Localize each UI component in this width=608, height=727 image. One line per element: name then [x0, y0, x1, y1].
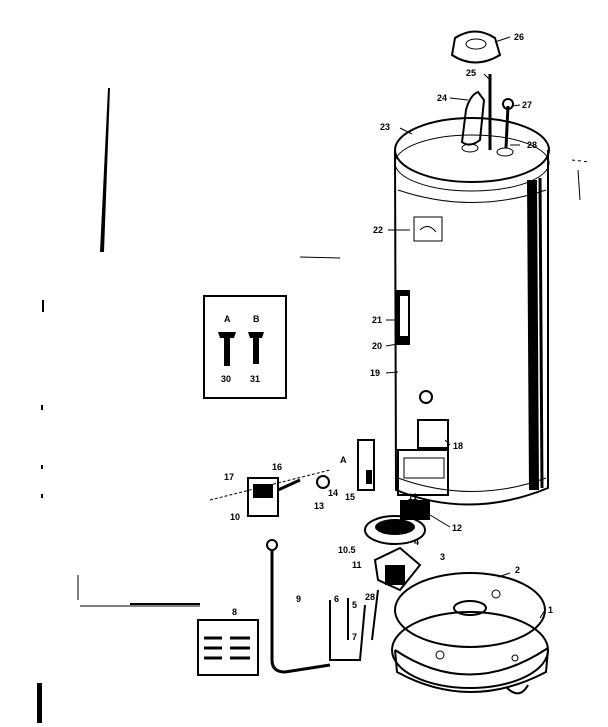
access-door	[357, 390, 449, 520]
callout-27: 26	[514, 32, 524, 42]
callout-20: 19	[370, 368, 380, 378]
callout-24: 23	[380, 122, 390, 132]
callout-23: 22	[373, 225, 383, 235]
callout-21: 20	[372, 341, 382, 351]
callout-25: 24	[437, 93, 447, 103]
callout-19: 18	[453, 441, 463, 451]
gas-tubing	[266, 539, 379, 674]
thermostat-bracket	[396, 290, 410, 345]
callout-28-lower: 28	[365, 592, 375, 602]
callout-12: 11	[408, 492, 418, 502]
callout-29: 28	[527, 140, 537, 150]
callout-17: 16	[272, 462, 282, 472]
callout-10-5: 10.5	[338, 545, 356, 555]
instruction-label	[197, 619, 259, 676]
burner-base	[391, 572, 549, 695]
inset-label-a: A	[224, 314, 231, 324]
inset-num-a: 30	[221, 374, 231, 384]
callout-4: 4	[414, 537, 419, 547]
reference-line	[77, 575, 200, 607]
screw-inset	[203, 295, 287, 399]
callout-22: 21	[372, 315, 382, 325]
callout-7: 7	[352, 632, 357, 642]
callout-3: 3	[440, 552, 445, 562]
callout-15: 14	[328, 488, 338, 498]
callout-9: 9	[296, 594, 301, 604]
callout-labels: 26 25 24 27 28 23 22 21 20 19 18 12 11 A…	[224, 32, 553, 642]
callout-10: 10	[230, 512, 240, 522]
callout-5: 5	[352, 600, 357, 610]
inset-labels: A B 30 31	[221, 314, 260, 384]
callout-28: 27	[522, 100, 532, 110]
inset-label-b: B	[253, 314, 260, 324]
rating-label	[413, 216, 443, 242]
callout-16: 15	[345, 492, 355, 502]
burner-assembly	[364, 515, 426, 592]
callout-18: 17	[224, 472, 234, 482]
inset-num-b: 31	[250, 374, 260, 384]
callout-11: 11	[352, 560, 362, 570]
callout-6: 6	[334, 594, 339, 604]
gas-control-valve	[209, 469, 331, 517]
callout-13: 12	[452, 523, 462, 533]
callout-14: 13	[314, 501, 324, 511]
callout-8: 8	[232, 607, 237, 617]
leader-lines	[385, 36, 546, 619]
callout-2: 2	[515, 565, 520, 575]
top-fittings	[450, 30, 514, 150]
callout-a: A	[340, 455, 347, 465]
callout-1: 1	[548, 605, 553, 615]
callout-26: 25	[466, 68, 476, 78]
left-margin-marks	[37, 88, 591, 723]
